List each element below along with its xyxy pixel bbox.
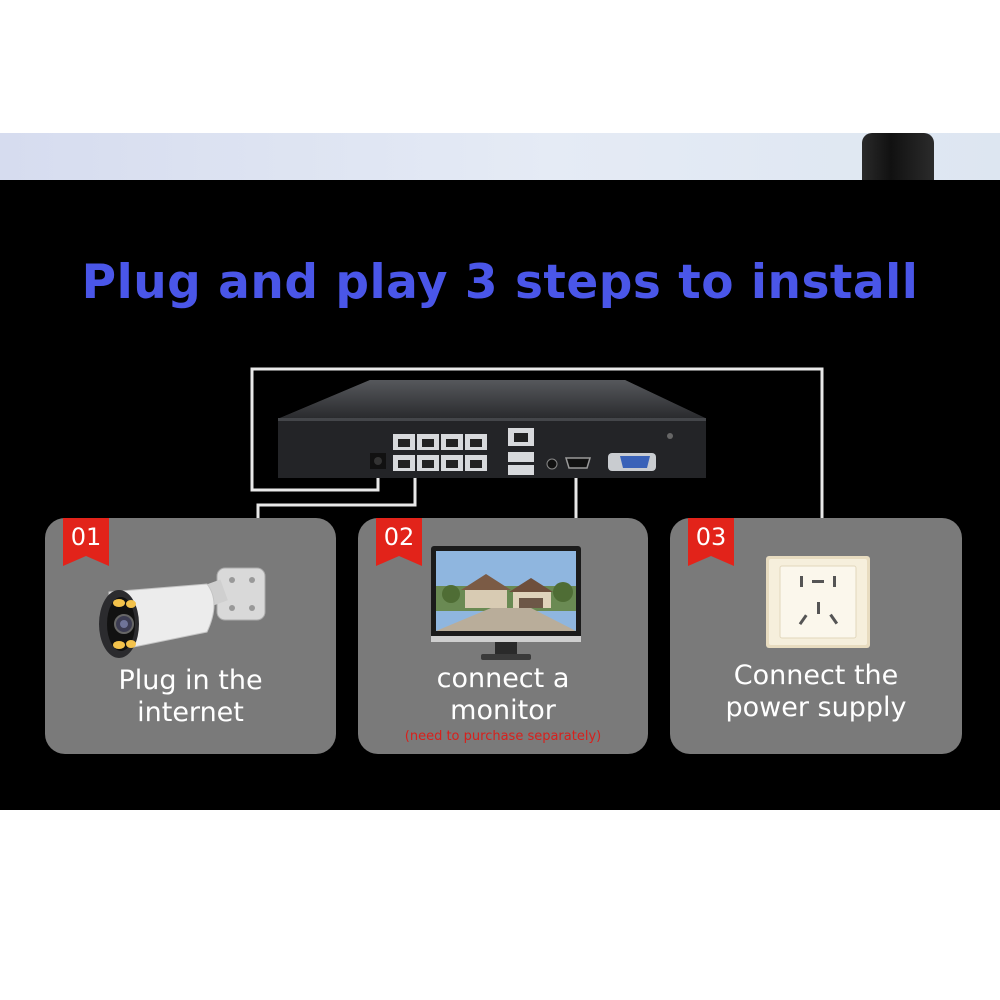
- step-number: 01: [70, 523, 102, 551]
- top-banner-strip: [0, 133, 1000, 180]
- step-card-2: 02 connect a monitor (need to purchase s…: [358, 518, 648, 754]
- step-badge: 02: [376, 518, 422, 566]
- power-socket-icon: [766, 556, 870, 648]
- bullet-camera-icon: [99, 567, 266, 658]
- step-card-1: 01 Plug in the internet: [45, 518, 336, 754]
- purchase-note: (need to purchase separately): [404, 729, 602, 744]
- step-label-line1: connect a: [436, 663, 570, 694]
- step-card-3: 03 Connect the power supply: [670, 518, 962, 754]
- step-label-line1: Plug in the: [118, 665, 263, 696]
- monitor-icon: [431, 546, 581, 660]
- nvr-recorder-icon: [278, 380, 706, 478]
- step-label-line2: power supply: [725, 692, 907, 723]
- step-number: 02: [383, 523, 415, 551]
- step-label-line2: internet: [137, 697, 244, 728]
- step-label-line2: monitor: [450, 695, 556, 726]
- step-badge: 01: [63, 518, 109, 566]
- step-label-line1: Connect the: [733, 660, 899, 691]
- step-badge: 03: [688, 518, 734, 566]
- antenna-fragment: [862, 133, 934, 180]
- step-number: 03: [695, 523, 727, 551]
- headline: Plug and play 3 steps to install: [81, 255, 919, 310]
